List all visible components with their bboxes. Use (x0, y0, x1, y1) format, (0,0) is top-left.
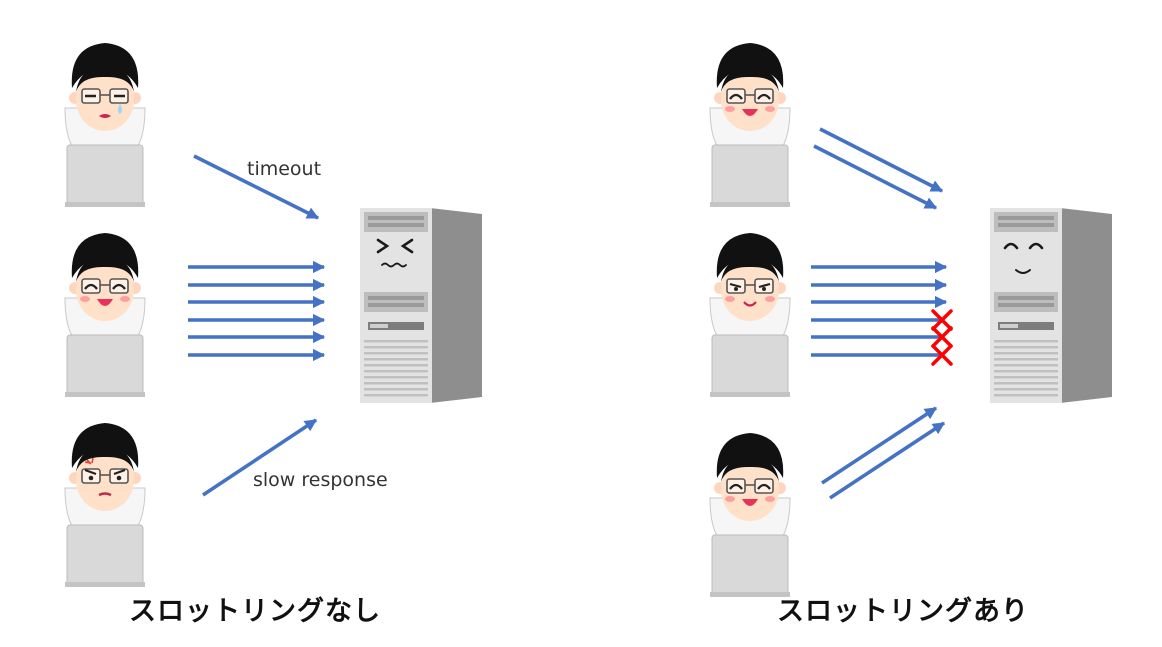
caption-with-throttling: スロットリングあり (777, 595, 1029, 627)
arrow-timeout (193, 154, 320, 220)
request-arrows-right (811, 127, 948, 500)
arrow-top-2 (813, 144, 938, 210)
panel-with-throttling: スロットリングあり (709, 42, 1112, 627)
user-angry (64, 422, 146, 588)
label-slow-response: slow response (253, 469, 388, 491)
user-happy-heavy (64, 232, 146, 398)
arrow-slow (202, 418, 318, 497)
user-happy-top (709, 42, 791, 208)
server-face-calm (1003, 242, 1044, 274)
server-face-stressed (376, 238, 414, 268)
caption-without-throttling: スロットリングなし (129, 595, 381, 627)
server-stressed (360, 208, 482, 403)
user-happy-bottom (709, 432, 791, 598)
user-worried (64, 42, 146, 208)
panel-without-throttling: timeout slow response スロットリングなし (64, 42, 482, 627)
arrow-bottom-2 (829, 421, 946, 500)
user-heavy-throttled (709, 232, 791, 398)
label-timeout: timeout (247, 158, 321, 180)
server-calm (990, 208, 1112, 403)
request-arrows-left (188, 154, 326, 497)
arrow-bottom-1 (821, 406, 938, 485)
arrow-top-1 (819, 127, 944, 193)
